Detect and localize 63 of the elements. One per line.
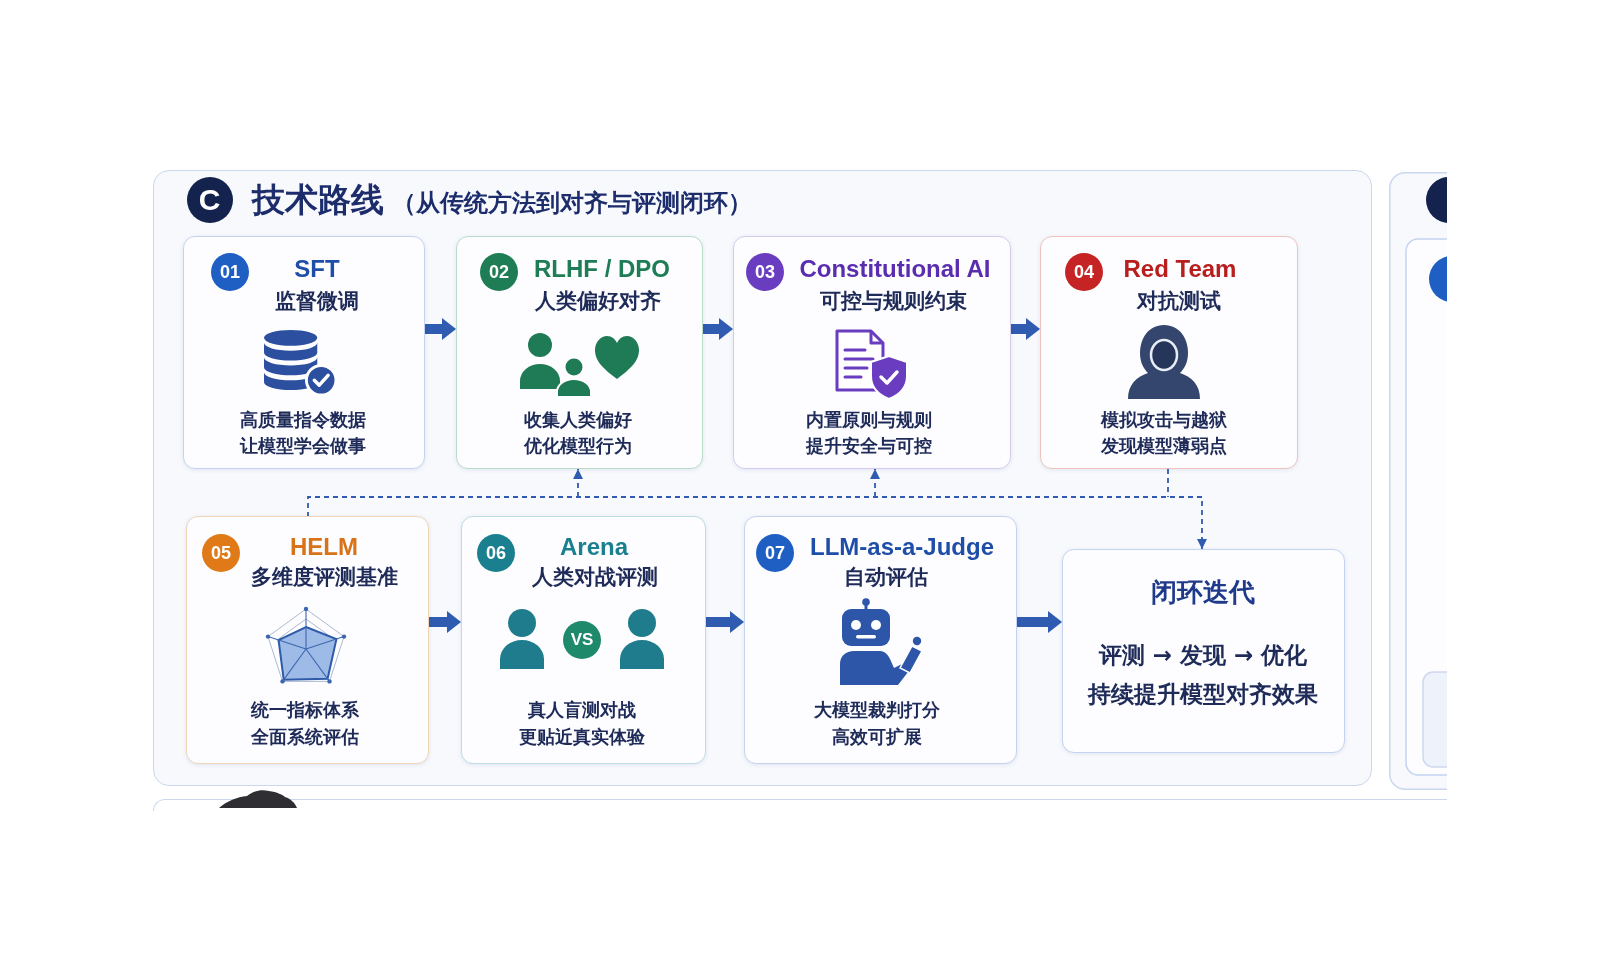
stage-subtitle: 人类偏好对齐 (535, 288, 661, 315)
section-badge: C (186, 176, 233, 223)
description-text: 内置原则与规则 (806, 408, 932, 432)
stage-card (732, 235, 1011, 469)
dashed-line (576, 495, 876, 498)
stage-card (455, 235, 703, 469)
description-text: 优化模型行为 (524, 434, 632, 458)
summary-box (1061, 548, 1345, 753)
stage-title: Constitutional AI (799, 255, 991, 283)
arrow (428, 610, 461, 633)
arrow (702, 317, 733, 340)
number-badge: 04 (1065, 253, 1103, 291)
dashed-line (1166, 467, 1169, 498)
dashed-arrow (572, 467, 583, 498)
stage-card (743, 515, 1017, 764)
number-badge: 07 (756, 534, 794, 572)
description-text: 收集人类偏好 (524, 408, 632, 432)
section-heading: 技术路线 (251, 178, 384, 220)
arrow (1010, 317, 1040, 340)
description-text: 发现模型薄弱点 (1101, 434, 1227, 458)
description-text: 全面系统评估 (251, 725, 359, 749)
stage-card (460, 515, 706, 764)
description-text: 统一指标体系 (251, 698, 359, 722)
summary-title: 闭环迭代 (1151, 575, 1255, 609)
stage-card (185, 515, 429, 764)
number-badge: 06 (477, 534, 515, 572)
number-badge: 01 (211, 253, 249, 291)
stage-title: HELM (290, 533, 358, 561)
summary-text: 持续提升模型对齐效果 (1088, 679, 1318, 709)
stage-title: Arena (560, 533, 628, 561)
dashed-arrow (869, 467, 880, 498)
number-badge: 02 (480, 253, 518, 291)
stage-title: LLM-as-a-Judge (810, 533, 994, 561)
description-text: 提升安全与可控 (806, 434, 932, 458)
summary-text: 评测 → 发现 → 优化 (1098, 640, 1308, 670)
description-text: 真人盲测对战 (528, 698, 636, 722)
stage-card (1039, 235, 1298, 469)
stage-title: Red Team (1123, 255, 1237, 283)
arrow (705, 610, 744, 633)
stage-title: SFT (294, 255, 340, 283)
stage-subtitle: 多维度评测基准 (250, 564, 398, 591)
stage-subtitle: 自动评估 (844, 564, 928, 591)
arrow (424, 317, 456, 340)
stage-subtitle: 监督微调 (275, 288, 359, 315)
dashed-line (306, 495, 579, 517)
arrow (1016, 610, 1062, 633)
section-panel (153, 170, 1372, 786)
section-subheading: （从传统方法到对齐与评测闭环） (391, 187, 752, 218)
vs-badge: VS (563, 621, 601, 659)
description-text: 模拟攻击与越狱 (1101, 408, 1227, 432)
description-text: 大模型裁判打分 (814, 698, 940, 722)
description-text: 高效可扩展 (832, 725, 922, 749)
description-text: 让模型学会做事 (240, 434, 366, 458)
dashed-line (873, 495, 1169, 498)
stage-card (182, 235, 425, 469)
description-text: 更贴近真实体验 (519, 725, 645, 749)
number-badge: 03 (746, 253, 784, 291)
number-badge: 05 (202, 534, 240, 572)
stage-subtitle: 人类对战评测 (532, 564, 658, 591)
stage-title: RLHF / DPO (534, 255, 670, 283)
stage-subtitle: 可控与规则约束 (819, 288, 967, 315)
stage-subtitle: 对抗测试 (1137, 288, 1221, 315)
description-text: 高质量指令数据 (240, 408, 366, 432)
